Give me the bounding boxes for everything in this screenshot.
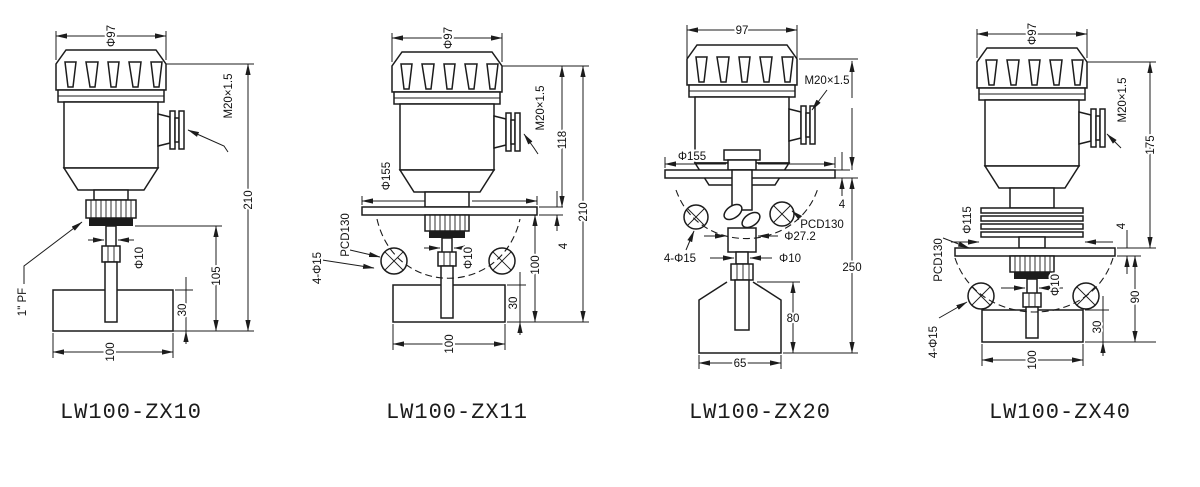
bolt-hole — [1072, 282, 1100, 310]
blade — [440, 265, 454, 319]
dim-insert-height-label: 105 — [211, 266, 223, 285]
drawing-lw100-zx20: 97 M20×1.5 Φ155 4 PCD130 4-Φ15 Φ27.2 Φ10… — [662, 23, 864, 372]
sensor-housing — [391, 51, 521, 208]
dim-flange-thickness-label: 4 — [1116, 222, 1128, 229]
dim-vane-height-label: 30 — [508, 297, 520, 310]
dimensions: Φ97 M20×1.5 210 105 Φ10 1" PF 30 100 — [15, 23, 257, 364]
mounting-flange — [954, 247, 1116, 257]
dim-overall-height-label: 210 — [243, 190, 255, 209]
dim-below-flange-label: 250 — [842, 262, 861, 274]
dim-head-height-label: 175 — [1145, 135, 1157, 154]
dim-head-width-label: Φ97 — [443, 27, 455, 49]
shaft-and-vane — [981, 255, 1084, 343]
sensor-housing — [55, 49, 185, 191]
dimensions: Φ97 M20×1.5 175 Φ115 4 PCD130 4-Φ15 Φ10 … — [926, 21, 1159, 372]
dim-bolt-circle-label: PCD130 — [340, 213, 352, 256]
heat-sink-fins — [980, 207, 1084, 249]
shaft-and-vane — [52, 225, 174, 332]
dim-vane-width-label: 100 — [105, 342, 117, 361]
mounting-flange — [361, 206, 538, 216]
dim-process-thread-label: 1" PF — [17, 288, 29, 316]
dim-head-height-label: 118 — [557, 131, 569, 149]
blade — [1025, 306, 1039, 339]
dim-flange-thickness-label: 4 — [558, 242, 570, 249]
dim-shaft-dia-label: Φ10 — [463, 247, 475, 269]
hub — [727, 227, 757, 253]
bolt-hole — [488, 247, 516, 275]
dim-head-width-label: Φ97 — [106, 25, 118, 47]
bolt-circle — [954, 257, 1114, 313]
dim-cable-entry-label: M20×1.5 — [223, 73, 235, 118]
dim-shaft-dia-label: Φ10 — [1050, 274, 1062, 296]
dim-shaft-dia-label: Φ10 — [779, 253, 801, 265]
sensor-housing — [976, 47, 1106, 209]
dim-fin-dia-label: Φ115 — [962, 206, 974, 234]
model-caption-zx11: LW100-ZX11 — [385, 400, 529, 425]
drawing-lw100-zx40: Φ97 M20×1.5 175 Φ115 4 PCD130 4-Φ15 Φ10 … — [926, 21, 1159, 372]
dim-bolt-holes-label: 4-Φ15 — [312, 252, 324, 284]
dim-head-width-label: Φ97 — [1027, 23, 1039, 45]
dim-overall-height-label: 210 — [578, 202, 590, 221]
dim-vane-height-label: 80 — [787, 313, 800, 325]
dim-below-flange-label: 90 — [1130, 291, 1142, 304]
dim-flange-dia-label: Φ155 — [381, 162, 393, 190]
process-connection — [85, 189, 137, 226]
dim-cable-entry-label: M20×1.5 — [535, 85, 547, 130]
dim-bolt-holes-label: 4-Φ15 — [928, 326, 940, 358]
dim-bolt-holes-label: 4-Φ15 — [664, 253, 696, 265]
drawing-lw100-zx11: Φ97 M20×1.5 118 210 Φ155 4 PCD130 4-Φ15 … — [310, 25, 592, 356]
shaft-and-vane — [392, 214, 506, 323]
dim-below-flange-label: 100 — [530, 255, 542, 274]
bolt-hole — [683, 204, 709, 230]
propeller-blade — [723, 203, 743, 221]
dim-head-width-label: 97 — [736, 25, 749, 37]
blade — [104, 261, 118, 323]
dim-bolt-circle-label: PCD130 — [800, 219, 843, 231]
dim-vane-height-label: 30 — [1092, 321, 1104, 334]
dim-hub-dia-label: Φ27.2 — [784, 231, 816, 243]
dim-bolt-circle-label: PCD130 — [933, 238, 945, 281]
bolt-circle — [675, 187, 819, 240]
shaft-and-vane — [698, 169, 782, 354]
dim-cable-entry-label: M20×1.5 — [804, 75, 849, 87]
dim-flange-dia-label: Φ155 — [678, 151, 706, 163]
model-caption-zx10: LW100-ZX10 — [59, 400, 203, 425]
dimensions: Φ97 M20×1.5 118 210 Φ155 4 PCD130 4-Φ15 … — [310, 25, 592, 356]
drawing-lw100-zx10: Φ97 M20×1.5 210 105 Φ10 1" PF 30 100 — [15, 23, 257, 364]
bolt-hole — [967, 282, 995, 310]
dim-shaft-dia-label: Φ10 — [134, 247, 146, 269]
bolt-hole — [380, 247, 408, 275]
dim-vane-width-label: 65 — [734, 358, 747, 370]
propeller-blade — [741, 211, 761, 229]
bolt-circle — [376, 218, 521, 279]
dim-vane-width-label: 100 — [444, 334, 456, 353]
dim-vane-width-label: 100 — [1027, 350, 1039, 369]
blade — [734, 279, 750, 331]
dim-flange-thickness-label: 4 — [839, 199, 846, 211]
dim-vane-height-label: 30 — [177, 304, 189, 317]
model-caption-zx20: LW100-ZX20 — [688, 400, 832, 425]
model-caption-zx40: LW100-ZX40 — [988, 400, 1132, 425]
dimensions: 97 M20×1.5 Φ155 4 PCD130 4-Φ15 Φ27.2 Φ10… — [662, 23, 864, 372]
dim-cable-entry-label: M20×1.5 — [1117, 77, 1129, 122]
